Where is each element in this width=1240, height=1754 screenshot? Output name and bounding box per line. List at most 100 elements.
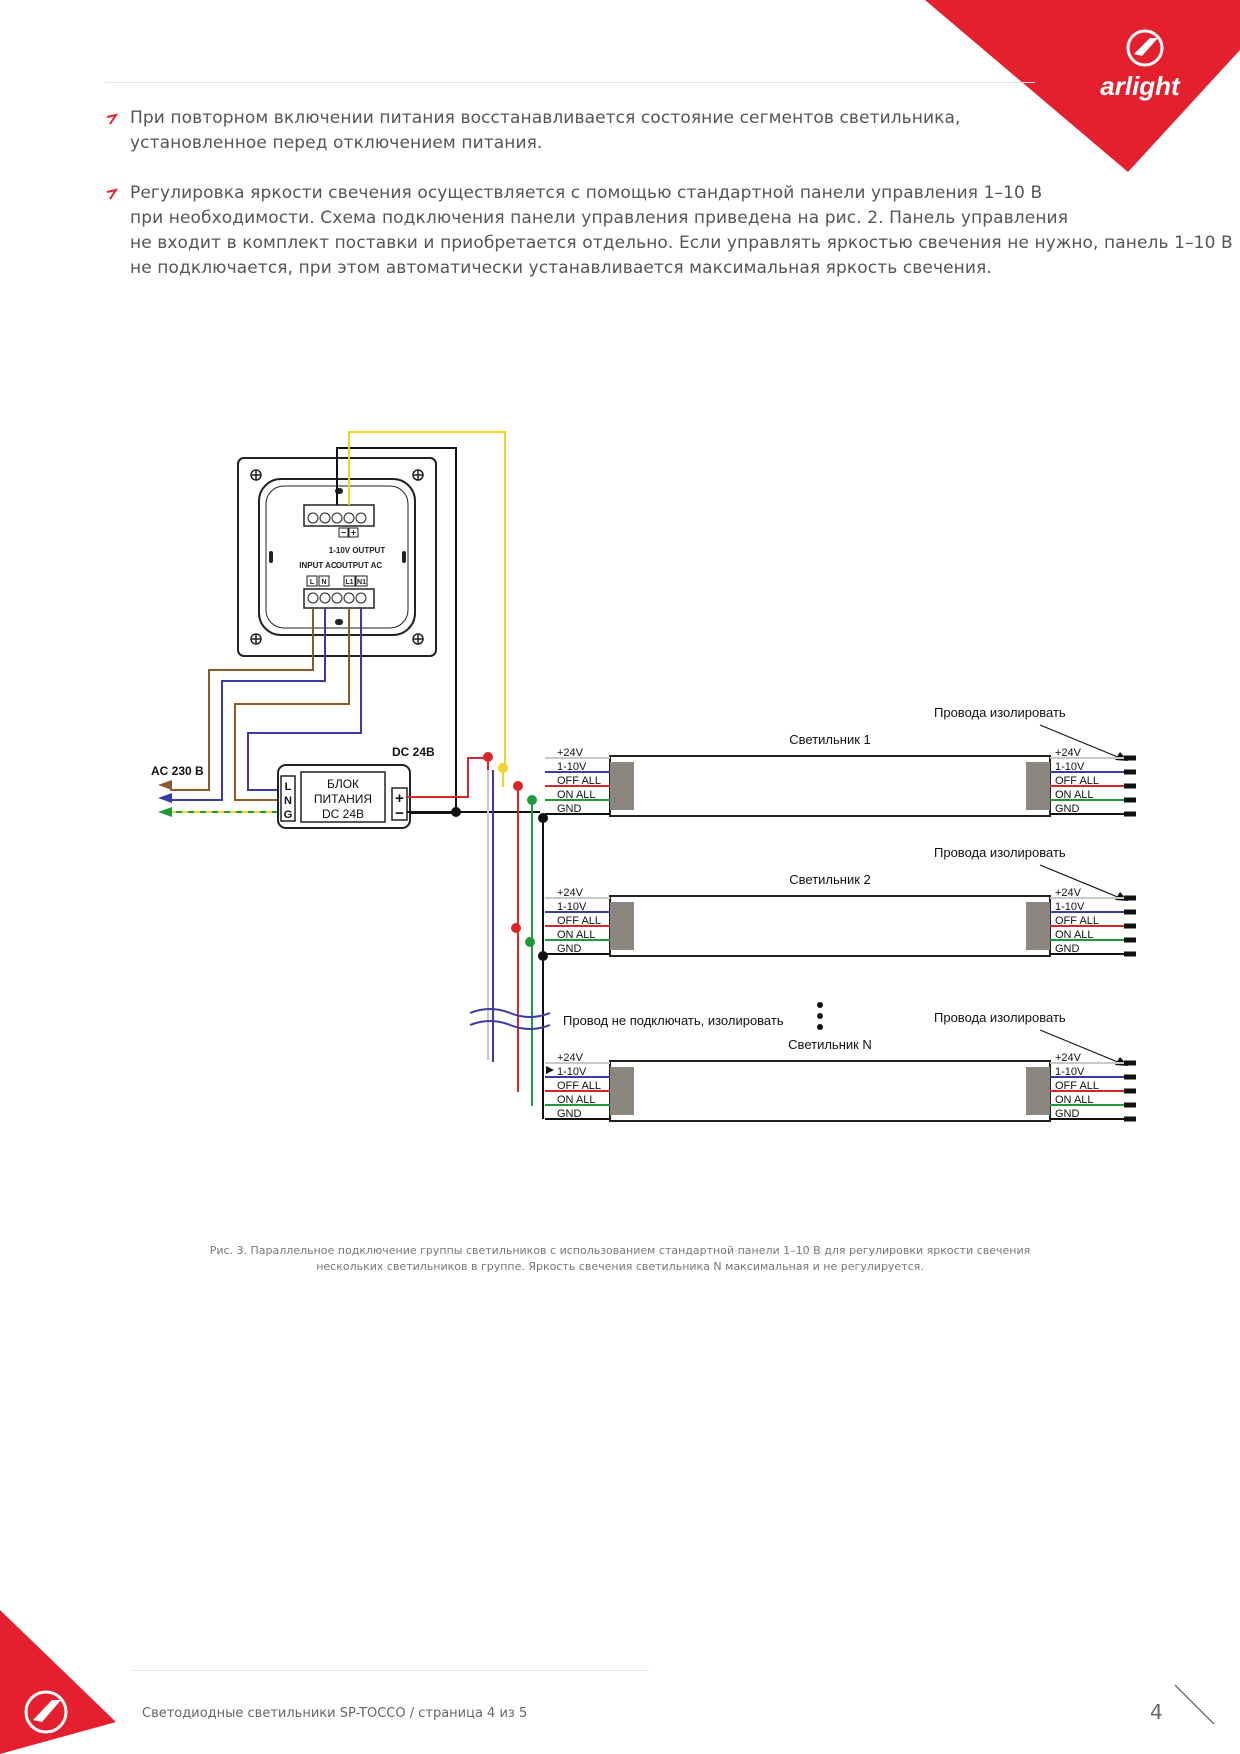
paragraph-line: установленное перед отключением питания.	[130, 133, 543, 153]
lamp-body	[609, 755, 1051, 817]
wire-label: GND	[1055, 1108, 1080, 1120]
terminal-plus: +	[351, 528, 356, 538]
terminal-l1: L1	[345, 579, 353, 586]
output-ac-label: OUTPUT AC	[336, 561, 383, 570]
psu-line-3: DC 24B	[322, 807, 364, 821]
wire-cap	[1124, 783, 1136, 789]
wire-label: OFF ALL	[1055, 915, 1099, 927]
wire-label: +24V	[557, 1052, 584, 1064]
no-connect-arrow	[546, 1066, 554, 1074]
bullet-icon	[106, 113, 118, 125]
caption-line: нескольких светильников в группе. Яркост…	[316, 1260, 924, 1273]
psu-minus: −	[395, 805, 404, 822]
wire-cap	[1124, 1060, 1136, 1066]
corner-brand: arlight	[925, 0, 1240, 172]
wire-cap	[1124, 1088, 1136, 1094]
wire-label: OFF ALL	[557, 915, 601, 927]
bullet-icon	[106, 188, 118, 200]
wire-label: OFF ALL	[557, 1080, 601, 1092]
lamp-endcap	[610, 1067, 634, 1115]
footer-divider	[133, 1670, 649, 1671]
dc-label: DC 24B	[392, 745, 435, 759]
wire-label: ON ALL	[1055, 1094, 1094, 1106]
psu-terminal-l: L	[285, 781, 292, 793]
control-panel: − + 1-10V OUTPUT INPUT AC OUTPUT AC L N …	[237, 457, 437, 657]
paragraph-line: не подключается, при этом автоматически …	[130, 258, 992, 278]
paragraph-2: Регулировка яркости свечения осуществляе…	[130, 181, 1233, 281]
wire-label: GND	[557, 943, 582, 955]
psu-plus: +	[395, 790, 404, 807]
ac-label: AC 230 В	[151, 764, 204, 778]
wire-cap	[1124, 951, 1136, 957]
junction-dots	[451, 752, 548, 961]
psu-terminal-g: G	[284, 809, 293, 821]
no-connect-note: Провод не подключать, изолировать	[563, 1013, 784, 1028]
page-number: 4	[1150, 1700, 1163, 1724]
lamp-endcap	[610, 762, 634, 810]
psu-line-1: БЛОК	[327, 777, 359, 791]
wire-cap	[1124, 769, 1136, 775]
arlight-logo-icon	[24, 1690, 68, 1734]
wire-label: +24V	[557, 887, 584, 899]
wire-label: 1-10V	[1055, 1066, 1085, 1078]
page-corner-mark	[1174, 1684, 1215, 1725]
lamp-body	[609, 895, 1051, 957]
isolate-note: Провода изолировать	[934, 1010, 1066, 1025]
wire-label: ON ALL	[557, 929, 596, 941]
wire-label: GND	[1055, 943, 1080, 955]
logo-text: arlight	[1100, 71, 1181, 101]
input-ac-label: INPUT AC	[299, 561, 337, 570]
lamp-name: Светильник N	[788, 1037, 872, 1052]
wire-label: OFF ALL	[1055, 775, 1099, 787]
wire-cap	[1124, 923, 1136, 929]
wire-label: 1-10V	[557, 901, 587, 913]
wire-label: GND	[1055, 803, 1080, 815]
footer-text: Светодиодные светильники SP-TOCCO / стра…	[142, 1706, 528, 1721]
corner-triangle	[0, 1610, 116, 1754]
top-divider	[105, 82, 1035, 83]
wire-label: GND	[557, 803, 582, 815]
lamp-endcap	[1026, 762, 1050, 810]
figure-caption: Рис. 3. Параллельное подключение группы …	[100, 1243, 1140, 1275]
wire-label: 1-10V	[557, 761, 587, 773]
more-dots	[817, 1002, 823, 1030]
wire-label: 1-10V	[557, 1066, 587, 1078]
lamp-name: Светильник 1	[789, 732, 871, 747]
wire-label: ON ALL	[1055, 929, 1094, 941]
wire-cap	[1124, 1116, 1136, 1122]
wire-cap	[1124, 1074, 1136, 1080]
lamp-body	[609, 1060, 1051, 1122]
paragraph-line: не входит в комплект поставки и приобрет…	[130, 233, 1233, 253]
wire-label: 1-10V	[1055, 901, 1085, 913]
wire-cap	[1124, 1102, 1136, 1108]
wire-cap	[1124, 797, 1136, 803]
wire-label: OFF ALL	[557, 775, 601, 787]
wire-cap	[1124, 755, 1136, 761]
terminal-minus: −	[341, 528, 346, 538]
terminal-n1: N1	[357, 579, 366, 586]
lamp-endcap	[1026, 1067, 1050, 1115]
wire-label: ON ALL	[557, 789, 596, 801]
paragraph-line: при необходимости. Схема подключения пан…	[130, 208, 1069, 228]
wire-label: ON ALL	[557, 1094, 596, 1106]
lamp-endcap	[1026, 902, 1050, 950]
ac-input-arrows	[158, 780, 172, 817]
caption-line: Рис. 3. Параллельное подключение группы …	[209, 1244, 1031, 1257]
wire-label: +24V	[557, 747, 584, 759]
terminal-n: N	[321, 579, 326, 586]
output-1-10v-label: 1-10V OUTPUT	[329, 546, 386, 555]
lamp-endcap	[610, 902, 634, 950]
wire-label: +24V	[1055, 747, 1082, 759]
lamps-layer: Светильник 1 Провода изолировать +24V +24V 1…	[545, 705, 1136, 1122]
power-supply: L N G БЛОК ПИТАНИЯ DC 24B + −	[277, 764, 411, 829]
isolate-note: Провода изолировать	[934, 705, 1066, 720]
terminal-l: L	[310, 579, 315, 586]
wire-cap	[1124, 811, 1136, 817]
wire-cap	[1124, 895, 1136, 901]
lamp-name: Светильник 2	[789, 872, 871, 887]
wire-label: 1-10V	[1055, 761, 1085, 773]
distribution-wires	[487, 758, 544, 1119]
paragraph-1: При повторном включении питания восстана…	[130, 106, 961, 156]
wire-cap	[1124, 937, 1136, 943]
